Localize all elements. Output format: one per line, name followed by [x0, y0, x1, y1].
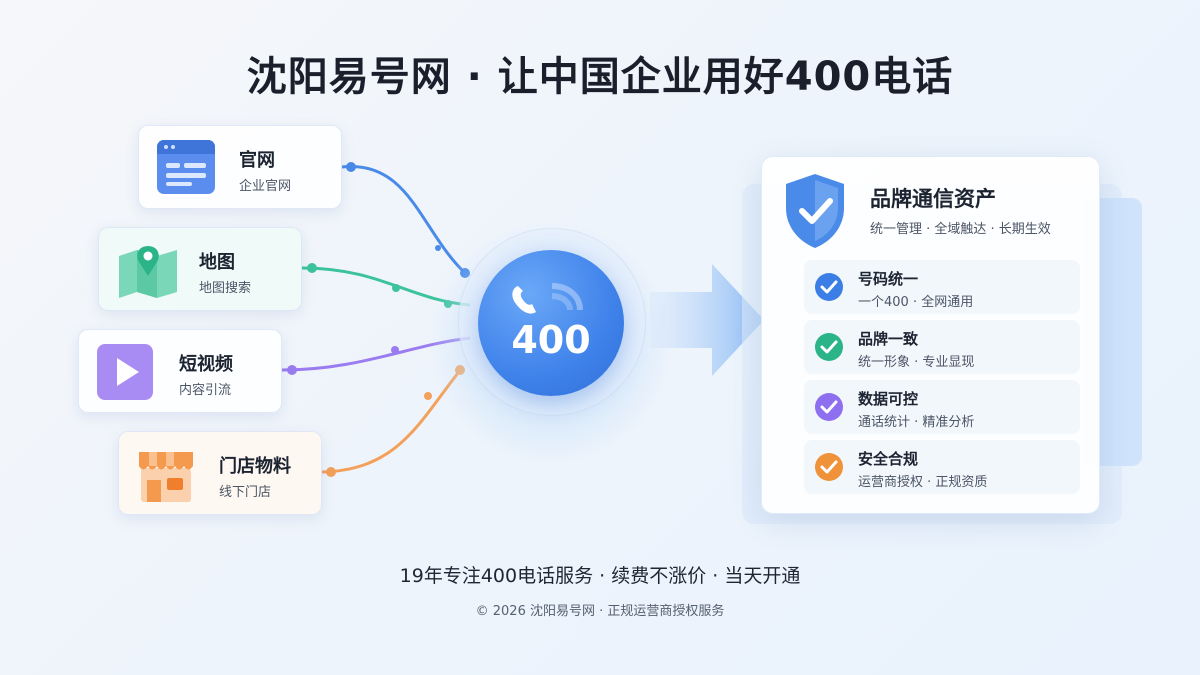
channel-card-map[interactable]: 地图 地图搜索 — [98, 227, 302, 311]
channel-name: 门店物料 — [219, 456, 291, 477]
map-pin-icon — [117, 242, 177, 298]
hub-circle — [478, 250, 624, 396]
channel-sub: 企业官网 — [239, 179, 292, 194]
check-circle-icon — [815, 273, 843, 301]
check-circle-icon — [815, 393, 843, 421]
feature-name: 号码统一 — [858, 270, 919, 288]
channel-card-store[interactable]: 门店物料 线下门店 — [118, 431, 322, 515]
channel-sub: 地图搜索 — [199, 281, 252, 296]
tagline: 19年专注400电话服务 · 续费不涨价 · 当天开通 — [399, 565, 801, 587]
channel-name: 短视频 — [179, 354, 233, 375]
channel-card-website[interactable]: 官网 企业官网 — [138, 125, 342, 209]
channel-sub: 线下门店 — [219, 485, 272, 500]
check-circle-icon — [815, 333, 843, 361]
feature-item: 数据可控 通话统计 · 精准分析 — [804, 380, 1080, 434]
feature-sub: 运营商授权 · 正规资质 — [858, 475, 988, 490]
feature-name: 品牌一致 — [858, 330, 919, 348]
feature-name: 数据可控 — [858, 390, 919, 408]
flow-arrow-icon — [650, 264, 764, 376]
check-circle-icon — [815, 453, 843, 481]
panel-title: 品牌通信资产 — [870, 187, 996, 211]
feature-item: 号码统一 一个400 · 全网通用 — [804, 260, 1080, 314]
feature-sub: 一个400 · 全网通用 — [858, 295, 974, 310]
phone-icon — [512, 283, 583, 314]
channel-card-short-video[interactable]: 短视频 内容引流 — [78, 329, 282, 413]
feature-name: 安全合规 — [858, 450, 919, 468]
play-icon — [97, 344, 155, 400]
feature-item: 安全合规 运营商授权 · 正规资质 — [804, 440, 1080, 494]
channel-sub: 内容引流 — [179, 383, 232, 398]
page-title: 沈阳易号网 · 让中国企业用好400电话 — [246, 54, 954, 100]
panel-subtitle: 统一管理 · 全域触达 · 长期生效 — [870, 222, 1051, 237]
browser-window-icon — [157, 140, 215, 196]
storefront-icon — [137, 446, 195, 502]
footer-copyright: © 2026 沈阳易号网 · 正规运营商授权服务 — [475, 604, 725, 619]
hub-number: 400 — [511, 318, 591, 362]
feature-item: 品牌一致 统一形象 · 专业显现 — [804, 320, 1080, 374]
feature-sub: 统一形象 · 专业显现 — [858, 355, 975, 370]
shield-check-icon — [786, 174, 844, 248]
feature-sub: 通话统计 · 精准分析 — [858, 415, 975, 430]
channel-name: 地图 — [199, 252, 235, 273]
channel-name: 官网 — [239, 150, 275, 171]
